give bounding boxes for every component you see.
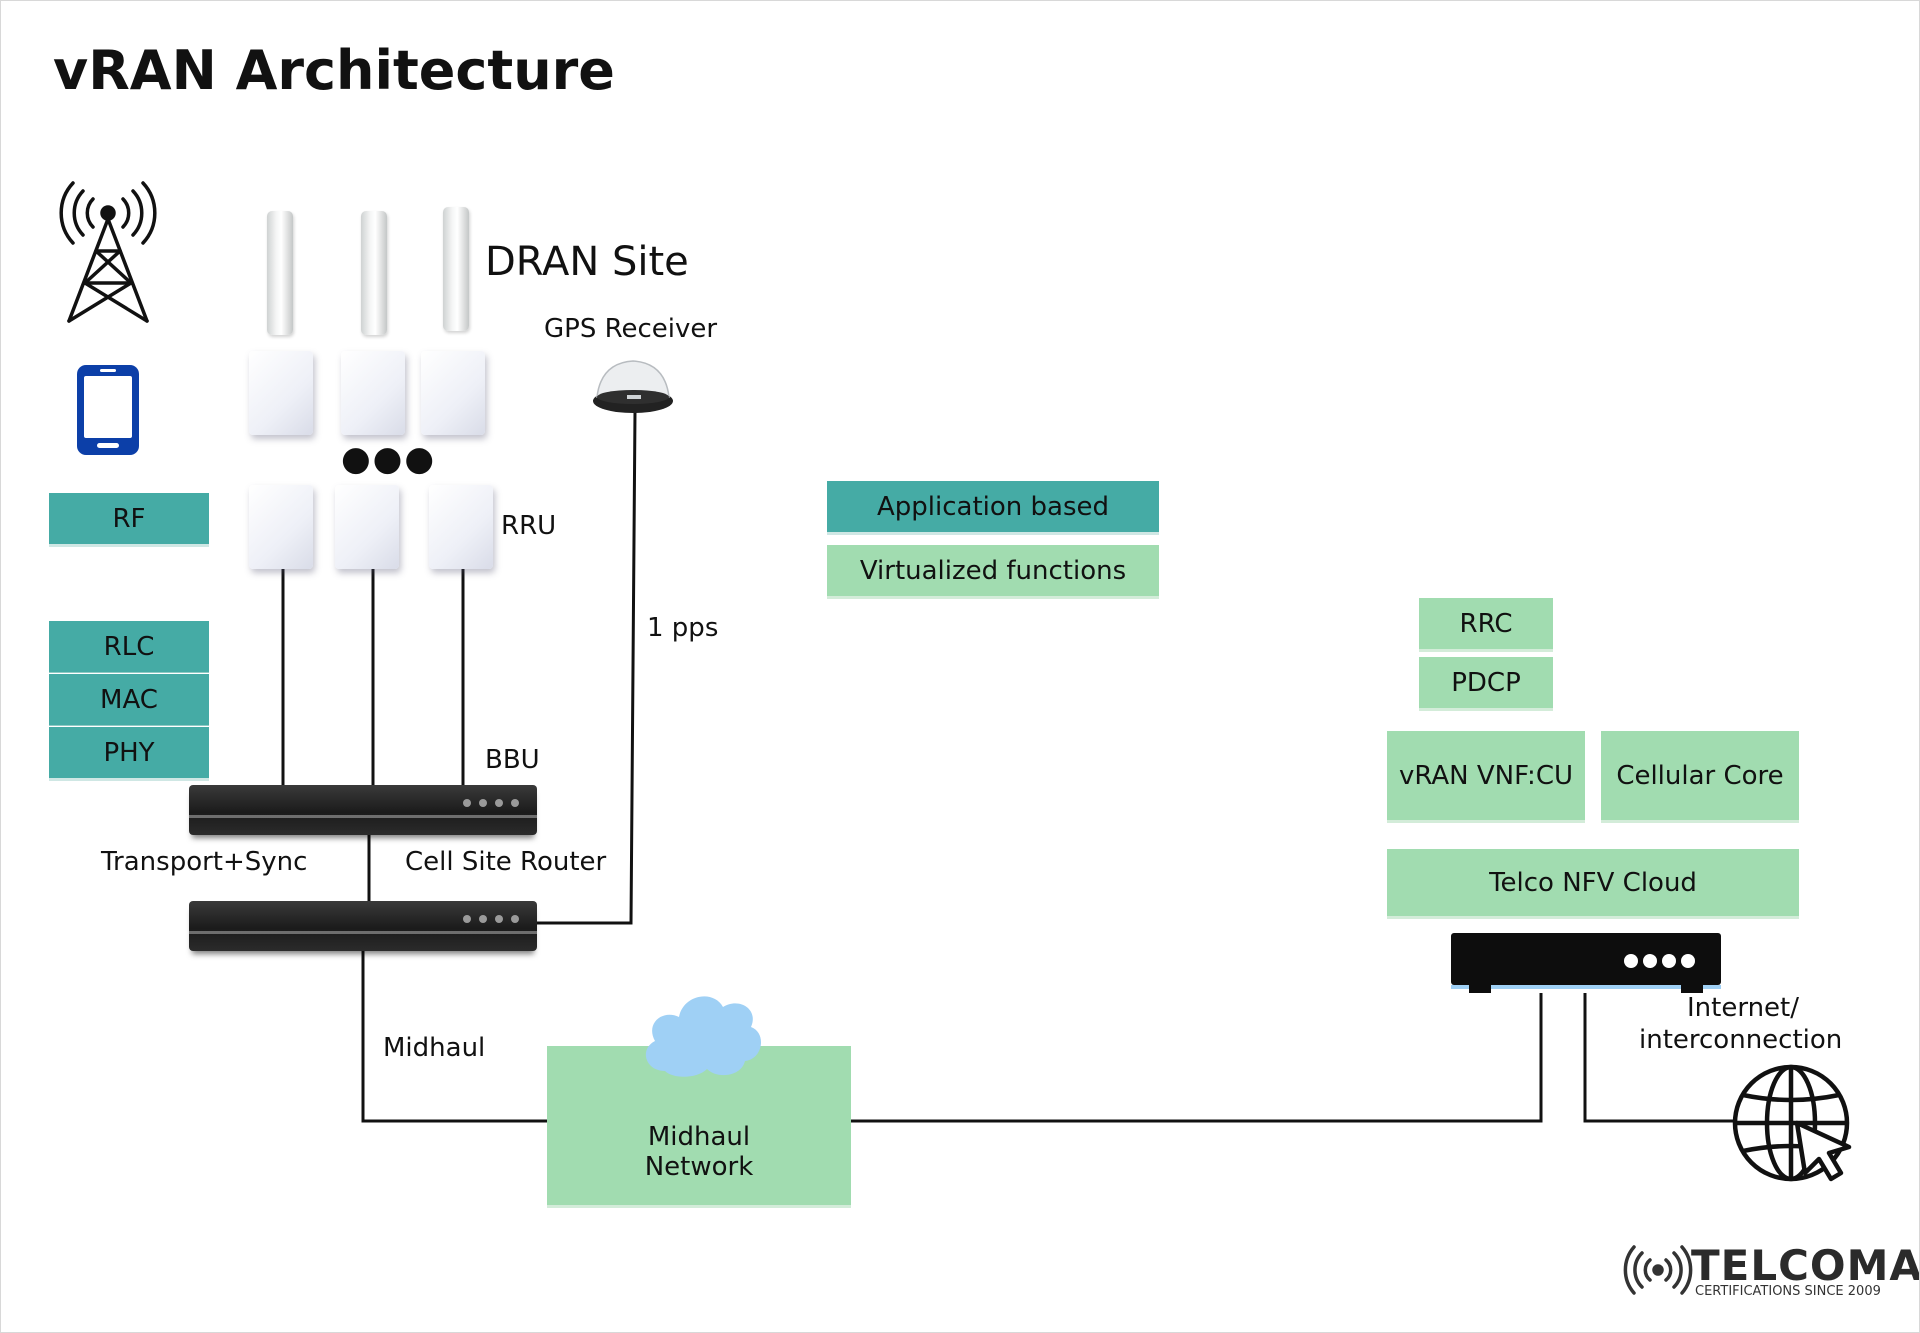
gps-receiver-label: GPS Receiver	[544, 314, 718, 344]
rru-unit	[429, 485, 493, 569]
internet-label-line2: interconnection	[1639, 1025, 1843, 1055]
rru-label: RRU	[501, 511, 557, 541]
telco-nfv-cloud-block: Telco NFV Cloud	[1387, 849, 1799, 919]
globe-cursor-icon	[1732, 1064, 1852, 1182]
mac-layer: MAC	[49, 674, 209, 726]
signal-waves-icon	[1623, 1245, 1693, 1295]
vran-vnf-cu-block: vRAN VNF:CU	[1387, 731, 1585, 823]
midhaul-network-line1: Midhaul	[647, 1121, 751, 1152]
midhaul-network-line2: Network	[644, 1151, 754, 1182]
rru-unit	[249, 351, 313, 435]
phy-layer: PHY	[49, 727, 209, 781]
midhaul-network-box: Midhaul Network	[547, 1046, 851, 1208]
page-title: vRAN Architecture	[53, 39, 615, 102]
antenna-panel	[267, 211, 293, 335]
rru-unit	[249, 485, 313, 569]
rru-unit	[341, 351, 405, 435]
telcoma-tagline: CERTIFICATIONS SINCE 2009	[1695, 1284, 1881, 1299]
pps-label: 1 pps	[647, 613, 719, 643]
midhaul-link	[361, 951, 549, 1123]
pdcp-block: PDCP	[1419, 657, 1553, 711]
dran-site-label: DRAN Site	[485, 239, 689, 285]
internet-label-line1: Internet/	[1687, 993, 1799, 1023]
gps-1pps-link	[535, 410, 637, 925]
smartphone-icon	[77, 365, 139, 455]
rru-unit	[335, 485, 399, 569]
internet-link	[1583, 993, 1737, 1123]
gps-receiver-icon	[593, 360, 673, 413]
legend-application-based: Application based	[827, 481, 1159, 535]
rlc-layer: RLC	[49, 621, 209, 673]
bbu-label: BBU	[485, 745, 540, 775]
cell-tower-icon	[59, 181, 157, 323]
transport-sync-label: Transport+Sync	[101, 847, 308, 877]
bbu-unit	[189, 785, 537, 835]
cloud-icon	[645, 996, 762, 1077]
more-units-dots: ●●●	[341, 439, 437, 479]
legend-virtualized-functions: Virtualized functions	[827, 545, 1159, 599]
server-appliance-icon	[1451, 933, 1721, 993]
midhaul-label: Midhaul	[383, 1033, 486, 1063]
antenna-panel	[443, 207, 469, 331]
network-cloud-link	[849, 993, 1543, 1123]
rf-layer: RF	[49, 493, 209, 547]
rru-unit	[421, 351, 485, 435]
cellular-core-block: Cellular Core	[1601, 731, 1799, 823]
cell-site-router-unit	[189, 901, 537, 951]
cell-site-router-label: Cell Site Router	[405, 847, 607, 877]
telcoma-logo-text: TELCOMA	[1691, 1241, 1920, 1290]
antenna-panel	[361, 211, 387, 335]
rrc-block: RRC	[1419, 598, 1553, 652]
